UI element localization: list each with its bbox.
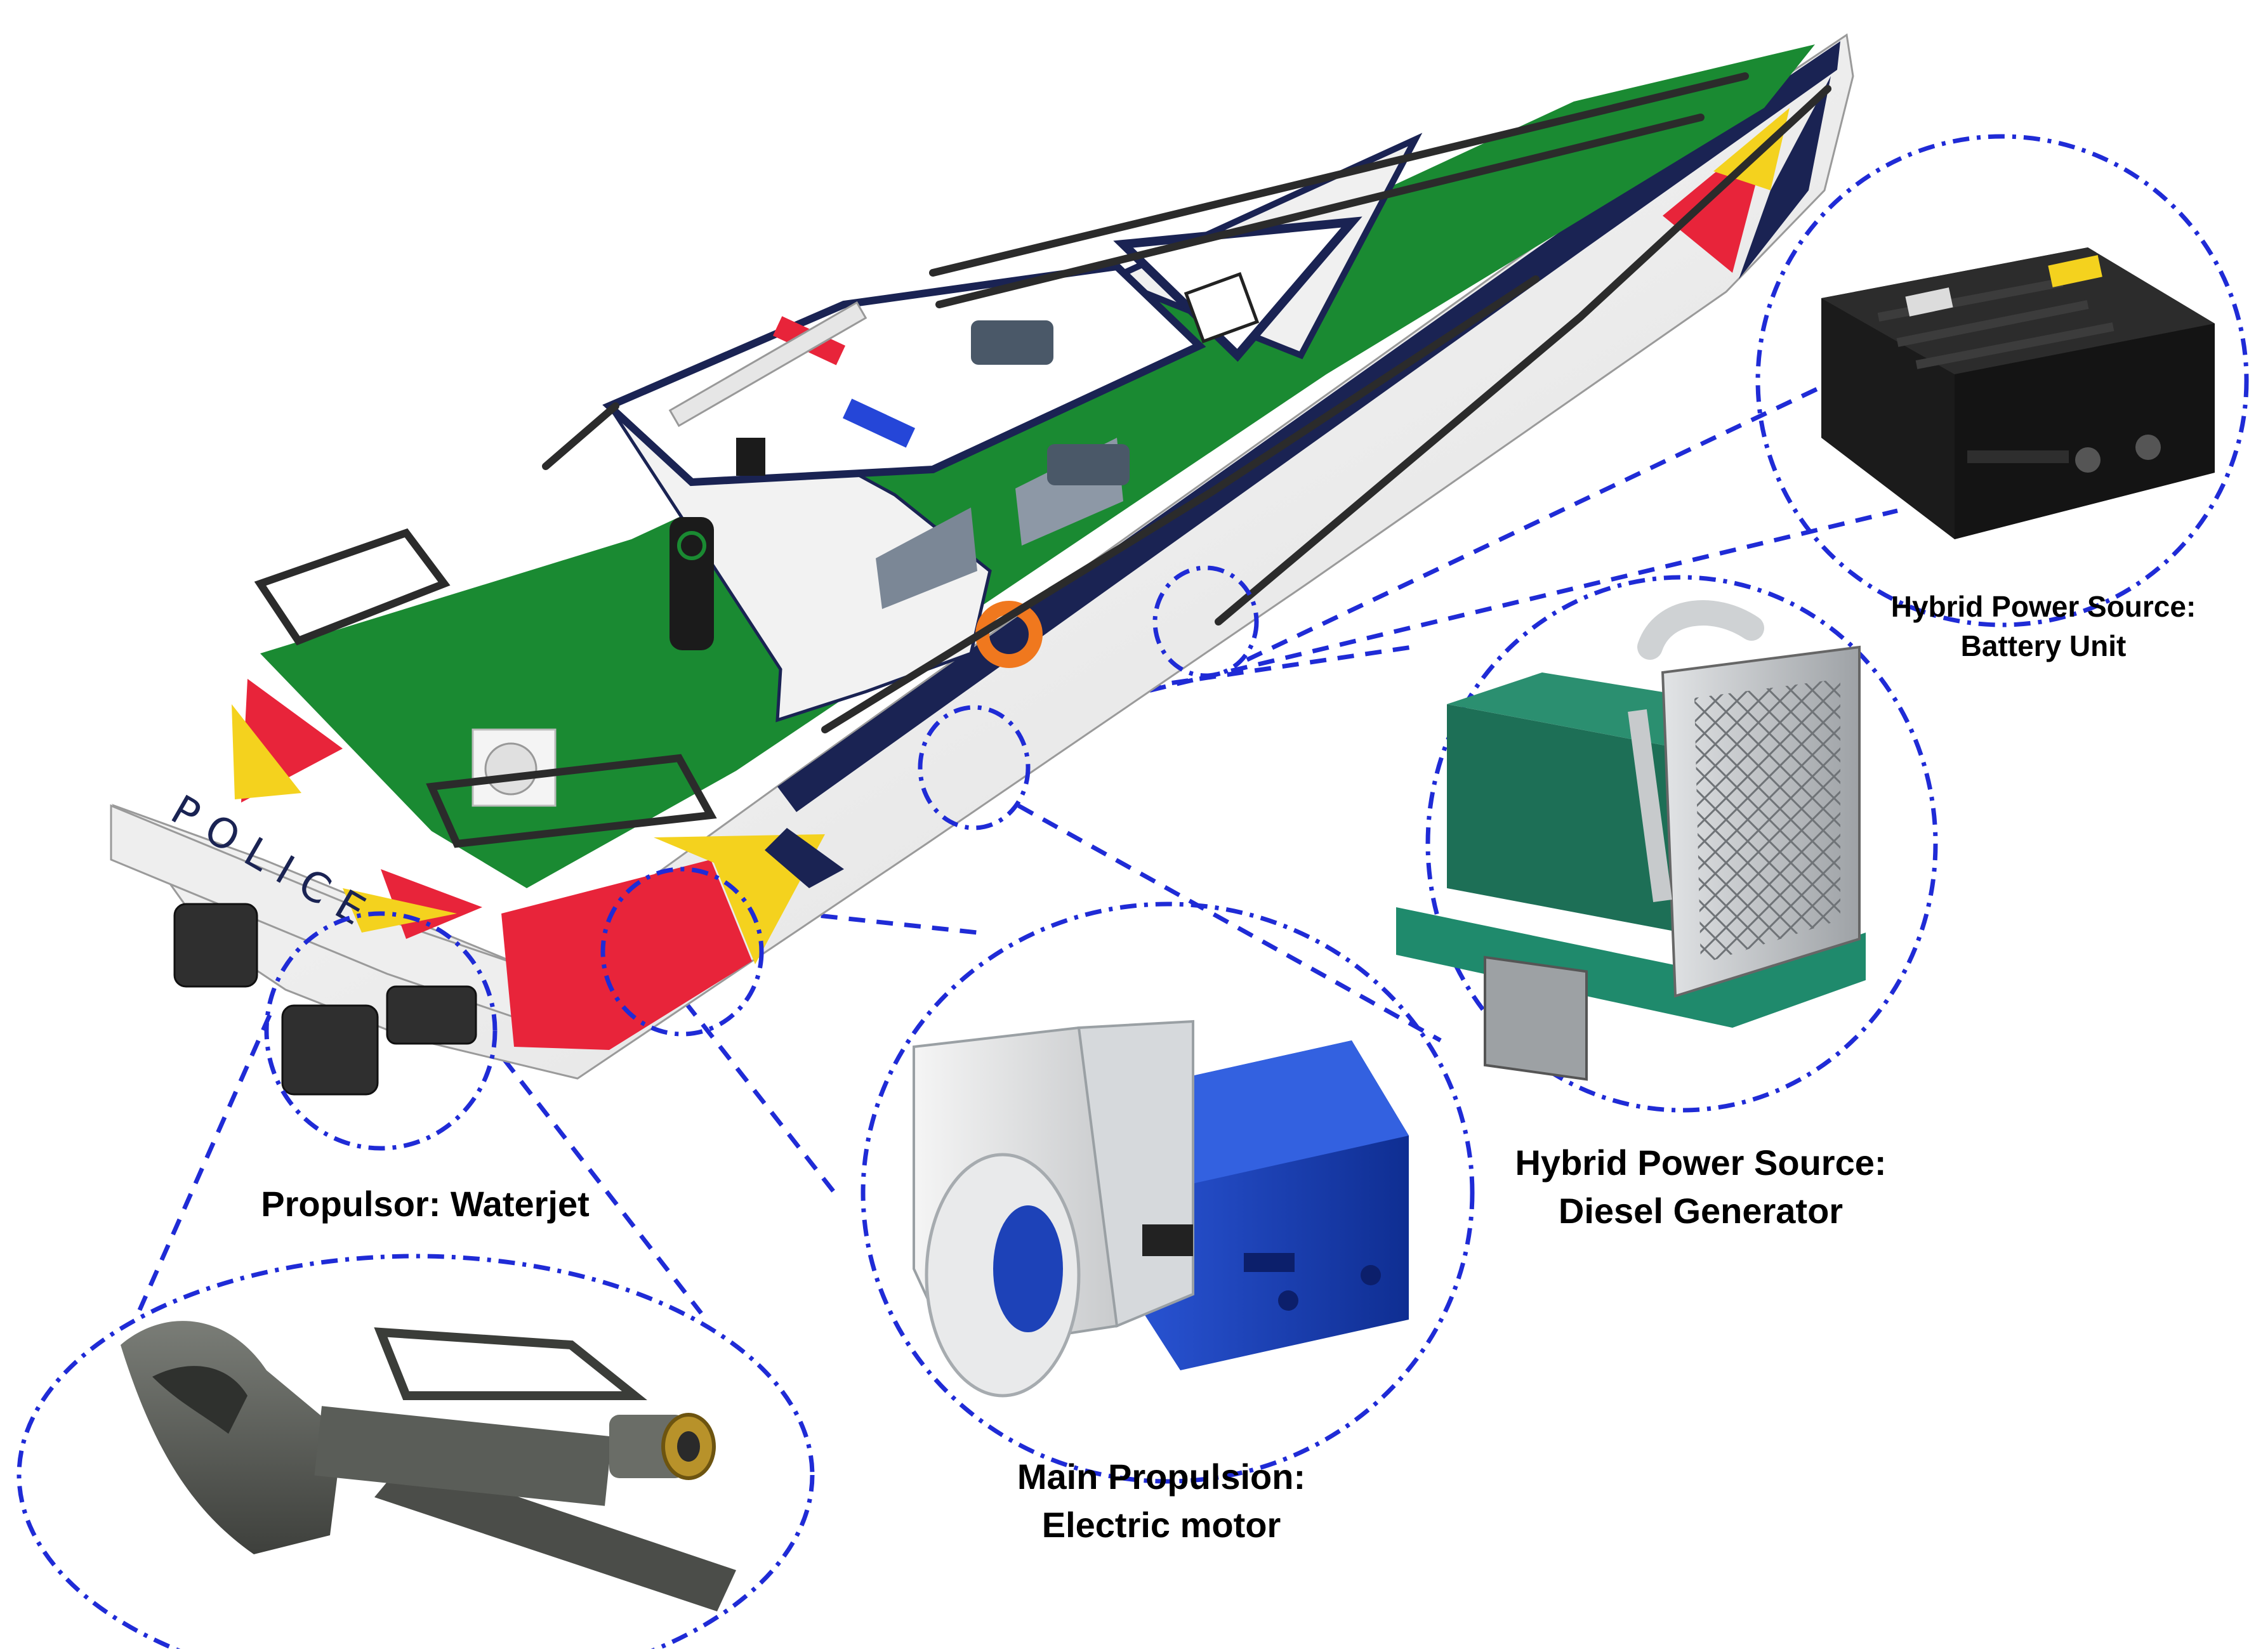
waterjet-caption: Propulsor: Waterjet	[203, 1180, 647, 1228]
waterjet-location-marker	[264, 911, 498, 1151]
livery-red	[501, 860, 752, 1050]
battery-callout-circle	[1755, 134, 2249, 627]
electric-motor	[913, 1019, 1409, 1398]
police-boat: POLICE	[110, 33, 1854, 1096]
generator-caption-line-1: Hybrid Power Source:	[1515, 1143, 1887, 1183]
motor-location-marker	[600, 867, 764, 1037]
railings	[254, 72, 1831, 848]
battery-unit	[1821, 247, 2215, 539]
battery-caption: Hybrid Power Source: Battery Unit	[1853, 587, 2234, 665]
battery-callout-line	[1246, 384, 1823, 662]
motor-caption-line-1: Main Propulsion:	[1017, 1457, 1306, 1497]
cabin-roof	[602, 262, 1206, 487]
motor-callout-line	[683, 1000, 836, 1195]
motor-callout-circle	[861, 901, 1475, 1484]
battery-callout	[1755, 134, 2249, 627]
cabin-door	[670, 517, 714, 650]
hull-navy-stripe	[1739, 76, 1831, 279]
waterjet-caption-line-1: Propulsor: Waterjet	[261, 1184, 590, 1224]
motor-callout-line	[682, 898, 978, 935]
waterjet-callout-line	[137, 1014, 272, 1311]
radar-bar	[668, 301, 867, 428]
motor-caption-line-2: Electric motor	[1041, 1505, 1281, 1545]
waterjet-unit	[121, 1321, 736, 1611]
cabin-window-roof	[971, 320, 1053, 365]
generator-location-marker	[918, 705, 1031, 830]
battery-location-marker	[1152, 565, 1259, 678]
diesel-generator	[1396, 600, 1866, 1081]
generator-callout-circle	[1425, 575, 1938, 1113]
stern-nozzles	[173, 903, 477, 1096]
motor-caption: Main Propulsion: Electric motor	[971, 1453, 1352, 1549]
motor-callout	[861, 901, 1475, 1484]
generator-skid	[1396, 907, 1866, 1028]
ac-fan	[484, 742, 538, 796]
battery-caption-line-2: Battery Unit	[1960, 629, 2127, 662]
livery-navy-slash	[765, 828, 844, 888]
cabin-window	[876, 508, 977, 609]
generator-caption-line-2: Diesel Generator	[1558, 1191, 1844, 1231]
waterjet-callout-line	[468, 1013, 703, 1315]
deck	[260, 44, 1815, 888]
door-handle	[677, 531, 706, 560]
light-bar-blue	[842, 398, 916, 448]
sensor-box	[736, 438, 765, 476]
battery-caption-line-1: Hybrid Power Source:	[1890, 590, 2196, 623]
generator-caption: Hybrid Power Source: Diesel Generator	[1479, 1139, 1923, 1235]
generator-callout-line	[1017, 803, 1442, 1043]
generator-callout	[1396, 575, 1938, 1113]
boat-highlight-circles	[264, 565, 1259, 1151]
waterjet-callout-circle	[16, 1254, 815, 1652]
livery-yellow	[1713, 108, 1790, 190]
waterjet-callout	[16, 1254, 815, 1652]
livery-yellow	[232, 704, 301, 799]
livery-yellow	[654, 834, 825, 964]
cabin-window-roof	[1047, 444, 1130, 485]
livery-yellow	[343, 888, 457, 933]
deck-hatch-cover	[1184, 272, 1260, 344]
